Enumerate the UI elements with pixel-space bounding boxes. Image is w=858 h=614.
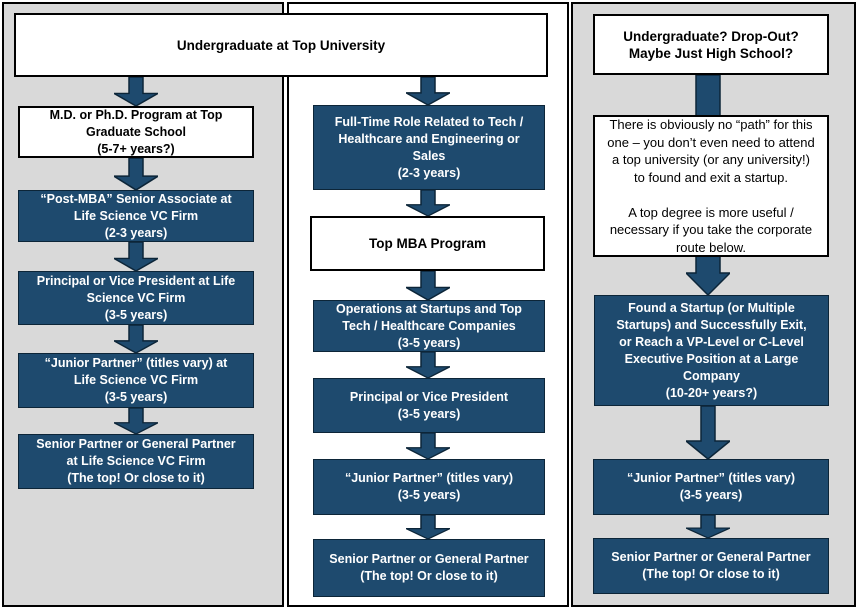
down-arrow-icon (686, 515, 730, 538)
down-arrow-icon (406, 271, 450, 300)
note-no-path-text: There is obviously no “path” for this on… (593, 115, 829, 257)
flow-box-undergrad-dropout: Undergraduate? Drop-Out? Maybe Just High… (593, 14, 829, 75)
flow-box-post-mba-senior-associate: “Post-MBA” Senior Associate at Life Scie… (18, 190, 254, 242)
down-arrow-icon (114, 242, 158, 271)
down-arrow-icon (406, 77, 450, 105)
down-arrow-icon (406, 433, 450, 459)
flow-box-md-phd-program: M.D. or Ph.D. Program at Top Graduate Sc… (18, 106, 254, 158)
down-arrow-icon (406, 515, 450, 539)
flow-box-undergraduate-top-university: Undergraduate at Top University (14, 13, 548, 77)
flow-box-fulltime-tech-role: Full-Time Role Related to Tech / Healthc… (313, 105, 545, 190)
down-arrow-icon (114, 408, 158, 434)
flow-box-top-mba-program: Top MBA Program (310, 216, 545, 271)
flow-box-operations-startups: Operations at Startups and Top Tech / He… (313, 300, 545, 352)
flow-box-senior-partner-mid: Senior Partner or General Partner (The t… (313, 539, 545, 597)
down-arrow-icon (114, 77, 158, 106)
flow-box-junior-partner-mid: “Junior Partner” (titles vary) (3-5 year… (313, 459, 545, 515)
down-arrow-icon (114, 325, 158, 353)
flow-box-senior-partner-right: Senior Partner or General Partner (The t… (593, 538, 829, 594)
down-arrow-icon (406, 352, 450, 378)
flow-box-junior-partner-right: “Junior Partner” (titles vary) (3-5 year… (593, 459, 829, 515)
down-arrow-icon (406, 190, 450, 216)
flow-box-junior-partner-lifesci: “Junior Partner” (titles vary) at Life S… (18, 353, 254, 408)
flow-box-principal-vp: Principal or Vice President (3-5 years) (313, 378, 545, 433)
flow-box-found-startup-exit: Found a Startup (or Multiple Startups) a… (594, 295, 829, 406)
flow-box-principal-vp-lifesci: Principal or Vice President at Life Scie… (18, 271, 254, 325)
flow-box-senior-partner-lifesci: Senior Partner or General Partner at Lif… (18, 434, 254, 489)
down-arrow-icon (686, 406, 730, 459)
down-arrow-icon (114, 158, 158, 190)
